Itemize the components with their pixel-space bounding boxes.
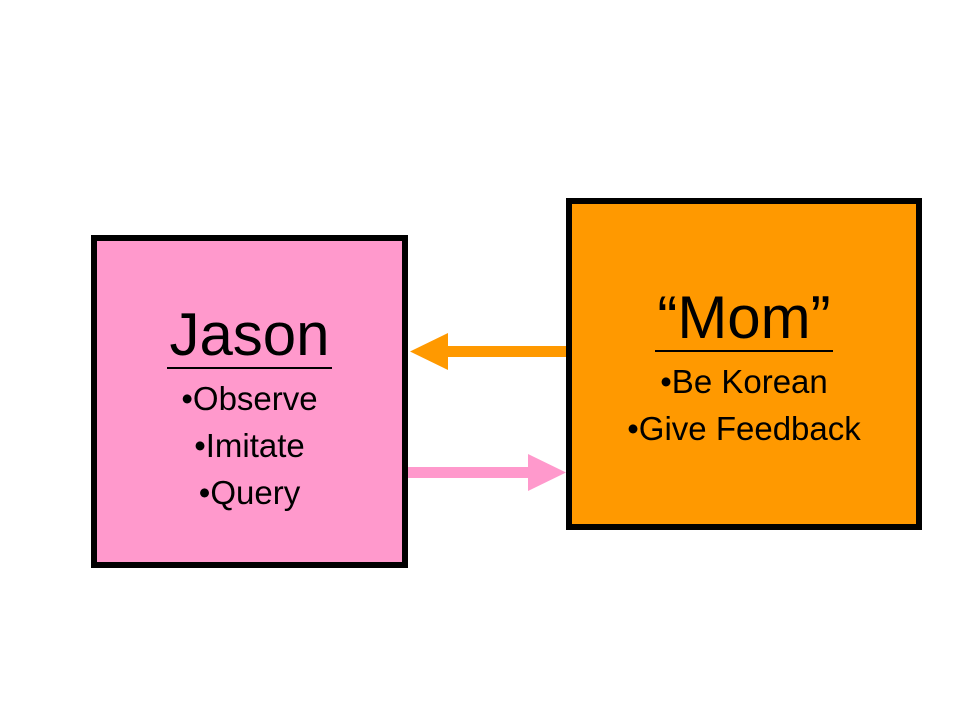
arrow-mom-to-jason-head (410, 333, 448, 370)
arrow-mom-to-jason (410, 333, 566, 370)
jason-actions-list: •Observe •Imitate •Query (97, 375, 402, 516)
arrow-jason-to-mom-shaft (408, 467, 530, 478)
jason-box: Jason •Observe •Imitate •Query (91, 235, 408, 568)
arrow-mom-to-jason-shaft (446, 346, 566, 357)
mom-action-item: •Give Feedback (627, 410, 861, 447)
mom-action-item: •Be Korean (660, 363, 828, 400)
jason-action-item: •Observe (181, 380, 318, 417)
arrow-jason-to-mom-head (528, 454, 566, 491)
jason-title: Jason (167, 301, 332, 369)
mom-title: “Mom” (655, 284, 833, 352)
mom-actions-list: •Be Korean •Give Feedback (572, 358, 916, 452)
mom-box: “Mom” •Be Korean •Give Feedback (566, 198, 922, 530)
jason-action-item: •Imitate (194, 427, 305, 464)
jason-action-item: •Query (198, 474, 301, 511)
arrow-jason-to-mom (408, 454, 566, 491)
